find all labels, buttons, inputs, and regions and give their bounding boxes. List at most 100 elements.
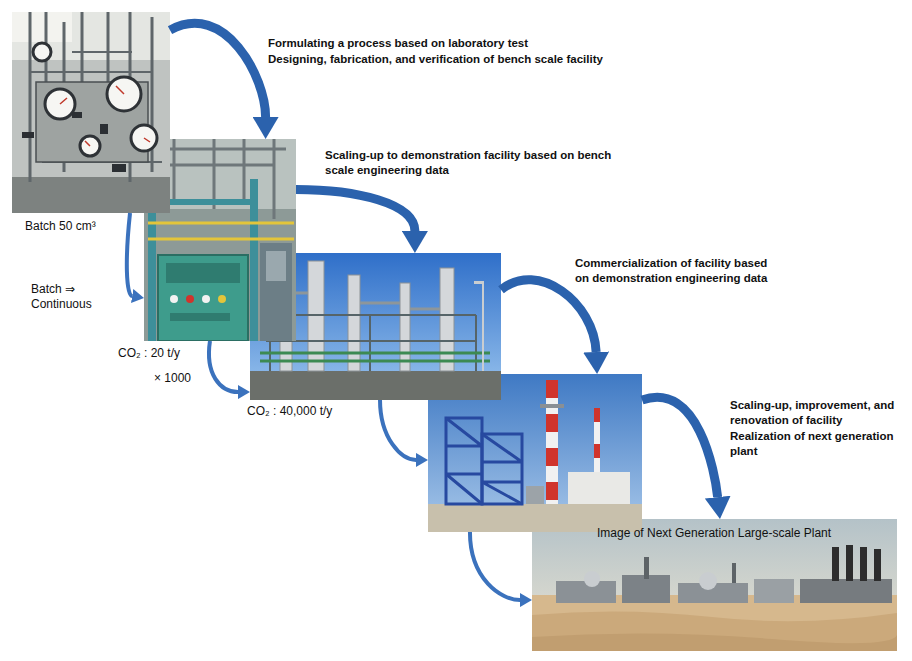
stage-description: Scaling-up, improvement, and renovation … (730, 398, 906, 428)
illustration-part (546, 414, 558, 432)
illustration-part (754, 579, 794, 603)
flow-arrow (170, 23, 266, 117)
power-block (800, 545, 892, 603)
illustration-part (568, 472, 630, 504)
illustration-part (532, 595, 897, 651)
flow-arrow (501, 280, 596, 352)
photo-frame: Scaling-up, improvement, and renovation … (532, 519, 897, 651)
illustration-part (526, 486, 544, 504)
illustration-part (158, 255, 248, 341)
building (526, 472, 630, 504)
illustration-part (474, 281, 484, 284)
illustration-part (60, 86, 150, 146)
lamp-post (474, 281, 484, 371)
scale-caption: CO₂ : 20 t/y (118, 346, 228, 361)
desert-ground (532, 519, 897, 651)
gauge-needles (60, 86, 150, 146)
scale-caption: Image of Next Generation Large-scale Pla… (597, 526, 887, 541)
illustration-part (154, 139, 286, 219)
illustration-part (22, 132, 34, 138)
illustration-part (100, 124, 108, 134)
illustration-part (112, 164, 126, 172)
scale-caption: Batch 50 cm³ (25, 219, 155, 234)
control-panel (158, 255, 248, 341)
photo-frame: Commercialization of facility based on d… (428, 374, 642, 532)
illustration-part (170, 313, 230, 321)
photo-frame: Formulating a process based on laborator… (144, 139, 296, 341)
edge-label: Batch ⇒ Continuous (30, 282, 118, 312)
illustration-part (860, 547, 867, 581)
illustration-part (800, 579, 892, 603)
flow-arrow (380, 400, 416, 460)
steel-structure (446, 418, 522, 504)
illustration-part (482, 283, 484, 371)
valves (22, 112, 126, 172)
illustration-part (546, 380, 558, 398)
illustration-part (532, 519, 897, 651)
illustration-part (546, 448, 558, 466)
illustration-part (556, 581, 616, 603)
illustration-part (186, 295, 194, 303)
illustration-part (532, 633, 897, 651)
lab-background (12, 12, 170, 213)
flow-arrow (127, 213, 132, 296)
illustration-part (546, 482, 558, 500)
illustration-part (446, 418, 522, 504)
railing (148, 223, 294, 239)
illustration-part (202, 295, 210, 303)
illustration-part (260, 353, 490, 361)
edge-label: × 1000 (153, 371, 203, 386)
illustration-part (292, 293, 440, 309)
illustration-part (540, 404, 564, 408)
illustration-part (170, 295, 178, 303)
illustration-part (594, 444, 600, 458)
illustration-part (644, 557, 649, 579)
illustration-part (532, 611, 897, 651)
plant-units (556, 557, 794, 603)
flow-arrow (470, 532, 520, 600)
illustration-part (546, 380, 558, 504)
illustration-part (33, 43, 51, 61)
equipment (260, 243, 292, 341)
stage-description: Designing, fabrication, and verification… (268, 52, 708, 67)
illustration-part (30, 12, 152, 182)
illustration-part (260, 243, 292, 341)
illustration-part (266, 251, 286, 281)
steel-tubing (30, 12, 162, 182)
pipes (154, 139, 286, 219)
lab-autoclave-photo (12, 12, 170, 213)
illustration-part (30, 52, 162, 162)
illustration-part (874, 549, 881, 581)
illustration-part (594, 408, 600, 422)
illustration-part (400, 283, 410, 371)
scale-caption: CO₂ : 40,000 t/y (247, 404, 387, 419)
illustration-part (12, 177, 170, 213)
stage-description: Formulating a process based on laborator… (268, 36, 708, 51)
illustration-part (846, 545, 853, 581)
illustration-part (584, 571, 600, 587)
illustration-part (348, 275, 360, 371)
illustration-part (72, 112, 82, 118)
illustration-part (699, 572, 717, 590)
illustration-part (218, 295, 226, 303)
illustration-part (148, 223, 294, 239)
illustration-part (12, 12, 170, 213)
photo-frame: Batch 50 cm³ (12, 12, 170, 213)
illustration-part (622, 575, 670, 603)
illustration-part (266, 315, 476, 371)
flow-arrow (209, 341, 238, 392)
photo-frame: Scaling-up to demonstration facility bas… (250, 253, 501, 400)
flow-arrow (642, 397, 718, 497)
pressure-gauges (33, 43, 157, 156)
stage-description: Commercialization of facility based on d… (575, 256, 775, 286)
illustration-part (250, 371, 501, 400)
illustration-part (440, 268, 454, 371)
flow-arrow (296, 190, 415, 232)
stage-description: Scaling-up to demonstration facility bas… (325, 148, 637, 178)
illustration-part (732, 563, 736, 583)
illustration-part (832, 547, 839, 581)
